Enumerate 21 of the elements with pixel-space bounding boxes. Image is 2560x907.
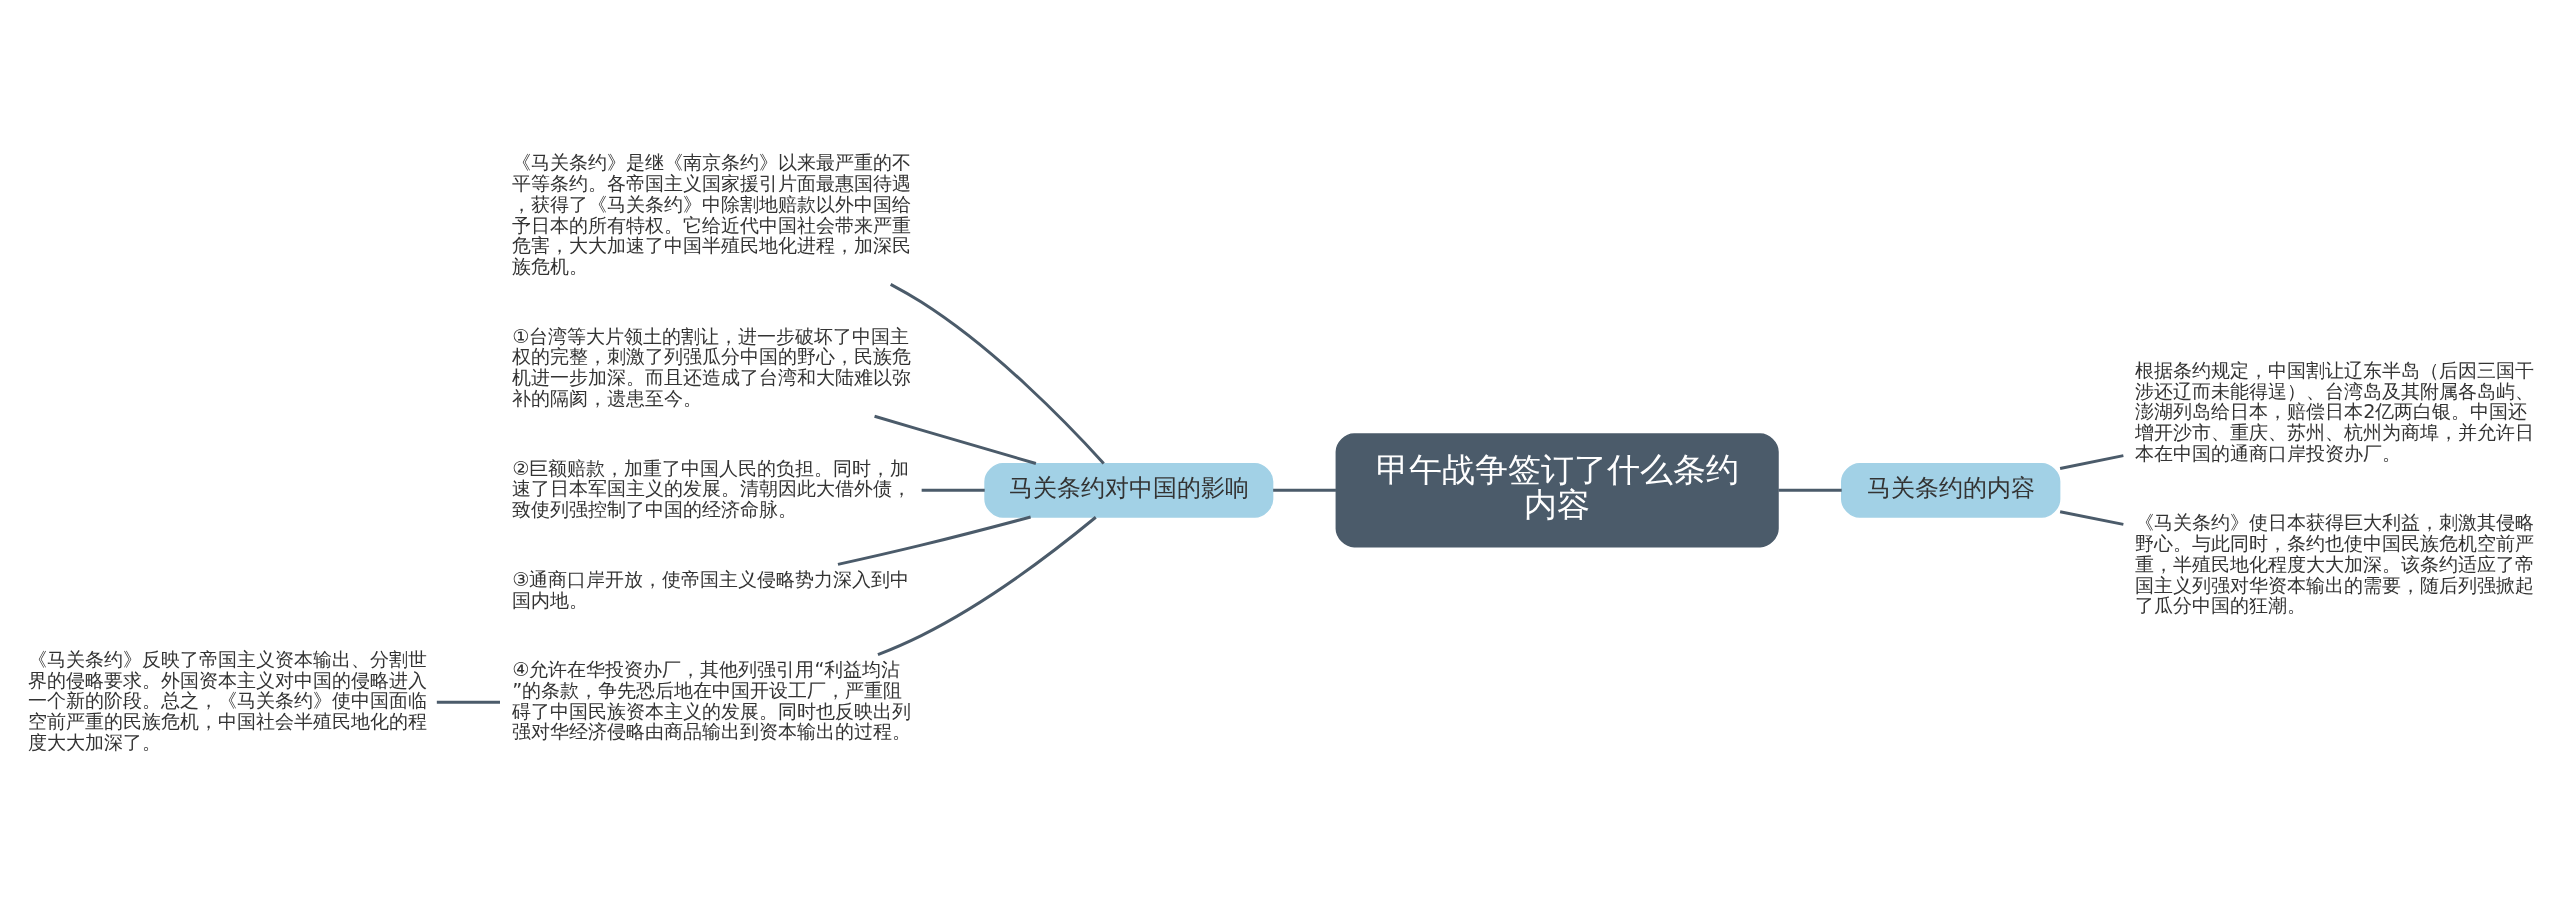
- node-text: ④允许在华投资办厂，其他列强引用“利益均沾”的条款，争先恐后地在中国开设工厂，严重阻碍了中国民族资本主义的发展。同时也反映出列强对华经济侵略由商品输出到资本输出的过程。: [512, 657, 912, 743]
- connector: [837, 515, 1031, 566]
- connector: [889, 282, 1105, 464]
- connector: [877, 515, 1097, 656]
- node-text: 《马关条约》反映了帝国主义资本输出、分割世界的侵略要求。外国资本主义对中国的侵略进入一个新的阶段。总之，《马关条约》使中国面临空前严重的民族危机，中国社会半殖民地化的程度大大加深了。: [27, 647, 427, 754]
- node-text: 《马关条约》使日本获得巨大利益，刺激其侵略野心。与此同时，条约也使中国民族危机空前严重，半殖民地化程度大大加深。该条约适应了帝国主义列强对华资本输出的需要，随后列强掀起了瓜分中国的狂潮。: [2135, 510, 2535, 617]
- connector: [2059, 453, 2124, 470]
- connector: [2059, 509, 2124, 526]
- node-text: 根据条约规定，中国割让辽东半岛（后因三国干涉还辽而未能得逞）、台湾岛及其附属各岛屿、澎湖列岛给日本，赔偿日本2亿两白银。中国还增开沙市、重庆、苏州、杭州为商埠，并允许日本在中国的通商口岸投资办厂。: [2135, 358, 2535, 465]
- node-box: 甲午战争签订了什么条约内容: [1335, 432, 1779, 547]
- node-text: ③通商口岸开放，使帝国主义侵略势力深入到中国内地。: [512, 567, 910, 612]
- node-text: ②巨额赔款，加重了中国人民的负担。同时，加速了日本军国主义的发展。清朝因此大借外债，致使列强控制了中国的经济命脉。: [512, 456, 912, 521]
- node-box: 马关条约对中国的影响: [984, 462, 1274, 518]
- connector: [1273, 488, 1336, 492]
- connector: [1778, 488, 1842, 492]
- connector: [921, 488, 985, 492]
- connector: [874, 414, 1037, 465]
- connector: [436, 700, 500, 704]
- node-box: 马关条约的内容: [1841, 462, 2061, 518]
- node-text: 《马关条约》是继《南京条约》以来最严重的不平等条约。各帝国主义国家援引片面最惠国待遇，获得了《马关条约》中除割地赔款以外中国给予日本的所有特权。它给近代中国社会带来严重危害，大大加速了中国半殖民地化进程，加深民族危机。: [512, 150, 912, 278]
- node-text: ①台湾等大片领土的割让，进一步破坏了中国主权的完整，刺激了列强瓜分中国的野心，民族危机进一步加深。而且还造成了台湾和大陆难以弥补的隔阂，遗患至今。: [512, 324, 912, 410]
